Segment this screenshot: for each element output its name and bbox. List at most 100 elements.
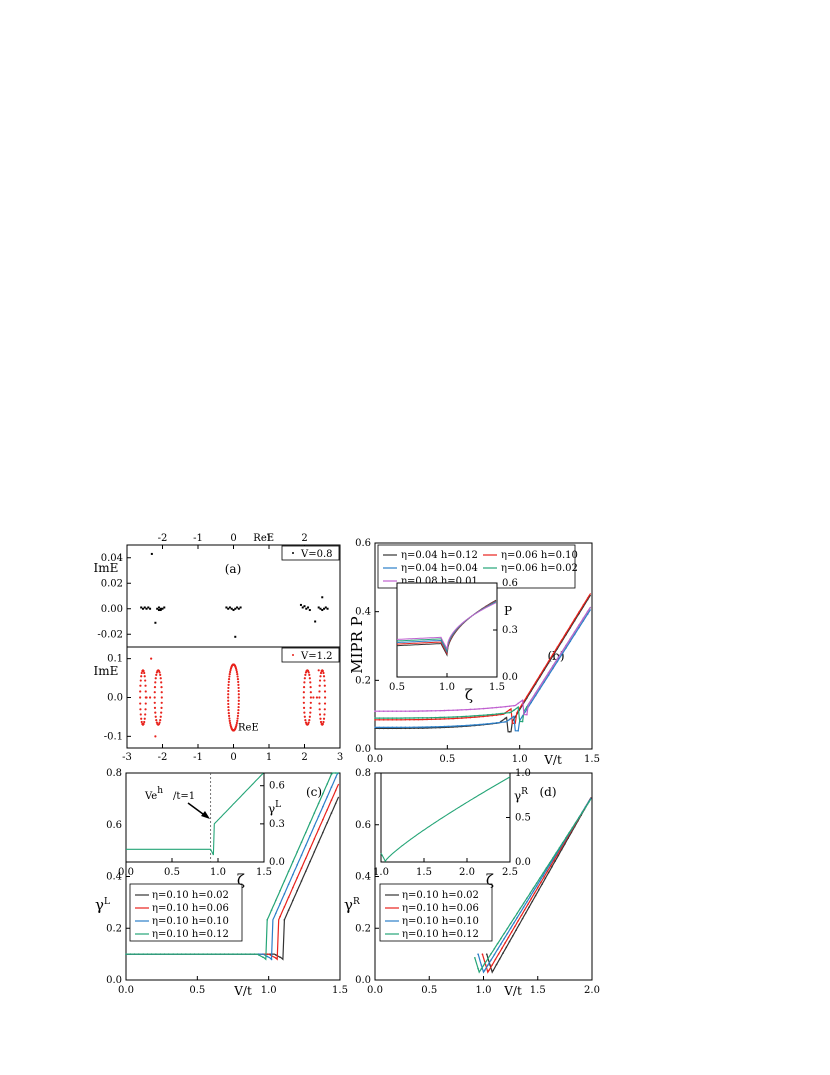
panel-c-inset-ylabel-sup: L bbox=[275, 800, 281, 810]
panel-b-series-3-marker bbox=[491, 713, 493, 716]
panel-b-series-2-marker bbox=[400, 726, 402, 729]
panel-a-top-point bbox=[228, 606, 231, 609]
panel-a-bottom-point bbox=[315, 696, 319, 699]
panel-a-bottom-point bbox=[227, 699, 230, 702]
panel-a-top-tick-label: -2 bbox=[158, 533, 168, 544]
panel-b-series-2-marker bbox=[495, 722, 498, 724]
panel-d-series-1-marker bbox=[533, 892, 536, 895]
panel-a-bottom-point bbox=[312, 696, 315, 699]
panel-b-series-4-marker bbox=[565, 644, 567, 647]
panel-b-series-0-marker bbox=[508, 731, 511, 733]
panel-a-bottom-point bbox=[229, 723, 232, 727]
panel-a-top-point bbox=[326, 607, 329, 610]
panel-b-series-1-marker bbox=[526, 695, 528, 698]
panel-a-top-point bbox=[145, 607, 148, 610]
panel-d-series-3-marker bbox=[503, 932, 505, 935]
panel-c-series-2-marker bbox=[296, 864, 299, 866]
panel-a-bottom-point bbox=[139, 679, 142, 682]
panel-a-bottom-point bbox=[236, 673, 239, 676]
panel-c-series-2-marker bbox=[317, 815, 320, 818]
panel-b-series-2-marker bbox=[426, 726, 428, 728]
panel-a-top-point bbox=[159, 609, 162, 612]
panel-b-series-2-marker bbox=[586, 613, 589, 615]
panel-c-inset-x-tick-label: 1.5 bbox=[256, 867, 272, 878]
panel-a-top-tick-label: 1 bbox=[266, 533, 272, 544]
panel-b-series-3-marker bbox=[395, 717, 398, 719]
panel-a-top-point bbox=[317, 606, 320, 609]
panel-b-series-3-marker bbox=[452, 716, 454, 718]
panel-c-series-3-marker bbox=[197, 953, 200, 955]
panel-b-series-4-marker bbox=[387, 710, 389, 713]
panel-b-series-1-marker bbox=[461, 717, 463, 719]
panel-b-series-1-marker bbox=[413, 718, 415, 721]
panel-a-bottom-point bbox=[229, 670, 232, 674]
panel-b-series-1-marker bbox=[400, 718, 402, 721]
panel-d-inset-ytick-label: 0.5 bbox=[515, 813, 531, 824]
panel-c-series-3-marker bbox=[125, 953, 127, 955]
panel-c-series-3-marker bbox=[279, 889, 281, 892]
panel-c-series-3-marker bbox=[326, 783, 328, 785]
panel-c-legend-label-1: η=0.10 h=0.06 bbox=[152, 903, 229, 914]
panel-d-series-1-marker bbox=[520, 914, 523, 917]
panel-a-bottom-point bbox=[229, 667, 233, 670]
panel-b-inset-ytick-label: 0.0 bbox=[502, 672, 518, 683]
panel-d-series-1-marker bbox=[523, 908, 526, 911]
panel-a-top-point bbox=[314, 620, 317, 623]
panel-a-top-tick-label: 0 bbox=[230, 533, 236, 544]
panel-a-bottom-tick-label: 3 bbox=[337, 752, 343, 763]
panel-b-series-4-marker bbox=[461, 709, 463, 711]
panel-a-bottom-point bbox=[309, 696, 312, 699]
panel-c-series-2-marker bbox=[270, 958, 273, 961]
panel-a-top-ytick-label: 0.02 bbox=[101, 578, 123, 589]
panel-c-series-3-marker bbox=[138, 953, 140, 955]
panel-a-top-point bbox=[143, 606, 146, 609]
panel-b-series-3-marker bbox=[478, 714, 480, 717]
panel-c-series-3-marker bbox=[322, 792, 324, 795]
panel-a-bottom-point bbox=[153, 701, 156, 704]
panel-a-bottom-point bbox=[302, 685, 306, 689]
panel-d-series-3-marker bbox=[526, 897, 528, 900]
panel-c-series-0-marker bbox=[309, 860, 311, 863]
panel-b-series-2-marker bbox=[421, 726, 424, 728]
panel-d-series-0-marker bbox=[492, 969, 495, 972]
panel-a-bottom-point bbox=[227, 705, 230, 709]
panel-b-series-2-marker bbox=[461, 724, 463, 727]
panel-a-top-point bbox=[234, 635, 237, 638]
panel-a-bottom-point bbox=[318, 708, 321, 711]
panel-a-bottom-point bbox=[303, 715, 306, 718]
panel-a-bottom-point bbox=[322, 720, 325, 724]
panel-a-bottom-point bbox=[308, 719, 311, 722]
panel-b-ylabel: MIPR P bbox=[348, 616, 366, 674]
panel-d-series-3-marker bbox=[513, 917, 515, 920]
panel-d-legend-label-2: η=0.10 h=0.10 bbox=[402, 916, 479, 927]
panel-c-series-3-marker bbox=[283, 880, 286, 882]
panel-c-ylabel-base: γ bbox=[95, 896, 104, 914]
panel-b-series-3-marker bbox=[517, 706, 520, 708]
panel-b-inset-ylabel: P bbox=[504, 604, 512, 618]
panel-b-x-tick-label: 0.5 bbox=[439, 754, 455, 765]
panel-c-inset-ytick-label: 0.6 bbox=[269, 781, 285, 792]
panel-c-series-3-marker bbox=[223, 953, 226, 955]
panel-a-bottom-point bbox=[236, 675, 239, 678]
panel-d-xlabel: V/t bbox=[503, 984, 522, 998]
panel-a-bottom-point bbox=[140, 720, 143, 724]
panel-c-inset-annotation-tail: /t=1 bbox=[173, 791, 195, 802]
panel-d-series-0-marker bbox=[521, 917, 524, 920]
panel-b-series-2-marker bbox=[391, 726, 394, 729]
panel-a-bottom-point bbox=[307, 721, 310, 724]
panel-d-series-3-marker bbox=[552, 857, 554, 859]
panel-b-series-1-marker bbox=[469, 716, 472, 719]
panel-a-bottom-point bbox=[160, 696, 163, 699]
panel-c-x-tick-label: 0.5 bbox=[189, 985, 205, 996]
panel-d-series-2-marker bbox=[496, 948, 499, 951]
panel-b-series-1-marker bbox=[556, 646, 559, 649]
panel-d-series-0-marker bbox=[505, 946, 508, 949]
panel-d-series-2-marker bbox=[522, 906, 525, 908]
panel-d-y-tick-label: 0.0 bbox=[355, 975, 371, 986]
panel-a-bottom-point bbox=[227, 696, 230, 699]
panel-a-top-ytick-label: -0.02 bbox=[97, 629, 123, 640]
panel-a-bottom-point bbox=[139, 696, 142, 699]
panel-a-bottom-point bbox=[227, 686, 230, 690]
panel-b-series-1-marker bbox=[534, 681, 537, 684]
panel-b-legend-label-4: η=0.08 h=0.01 bbox=[401, 576, 478, 587]
